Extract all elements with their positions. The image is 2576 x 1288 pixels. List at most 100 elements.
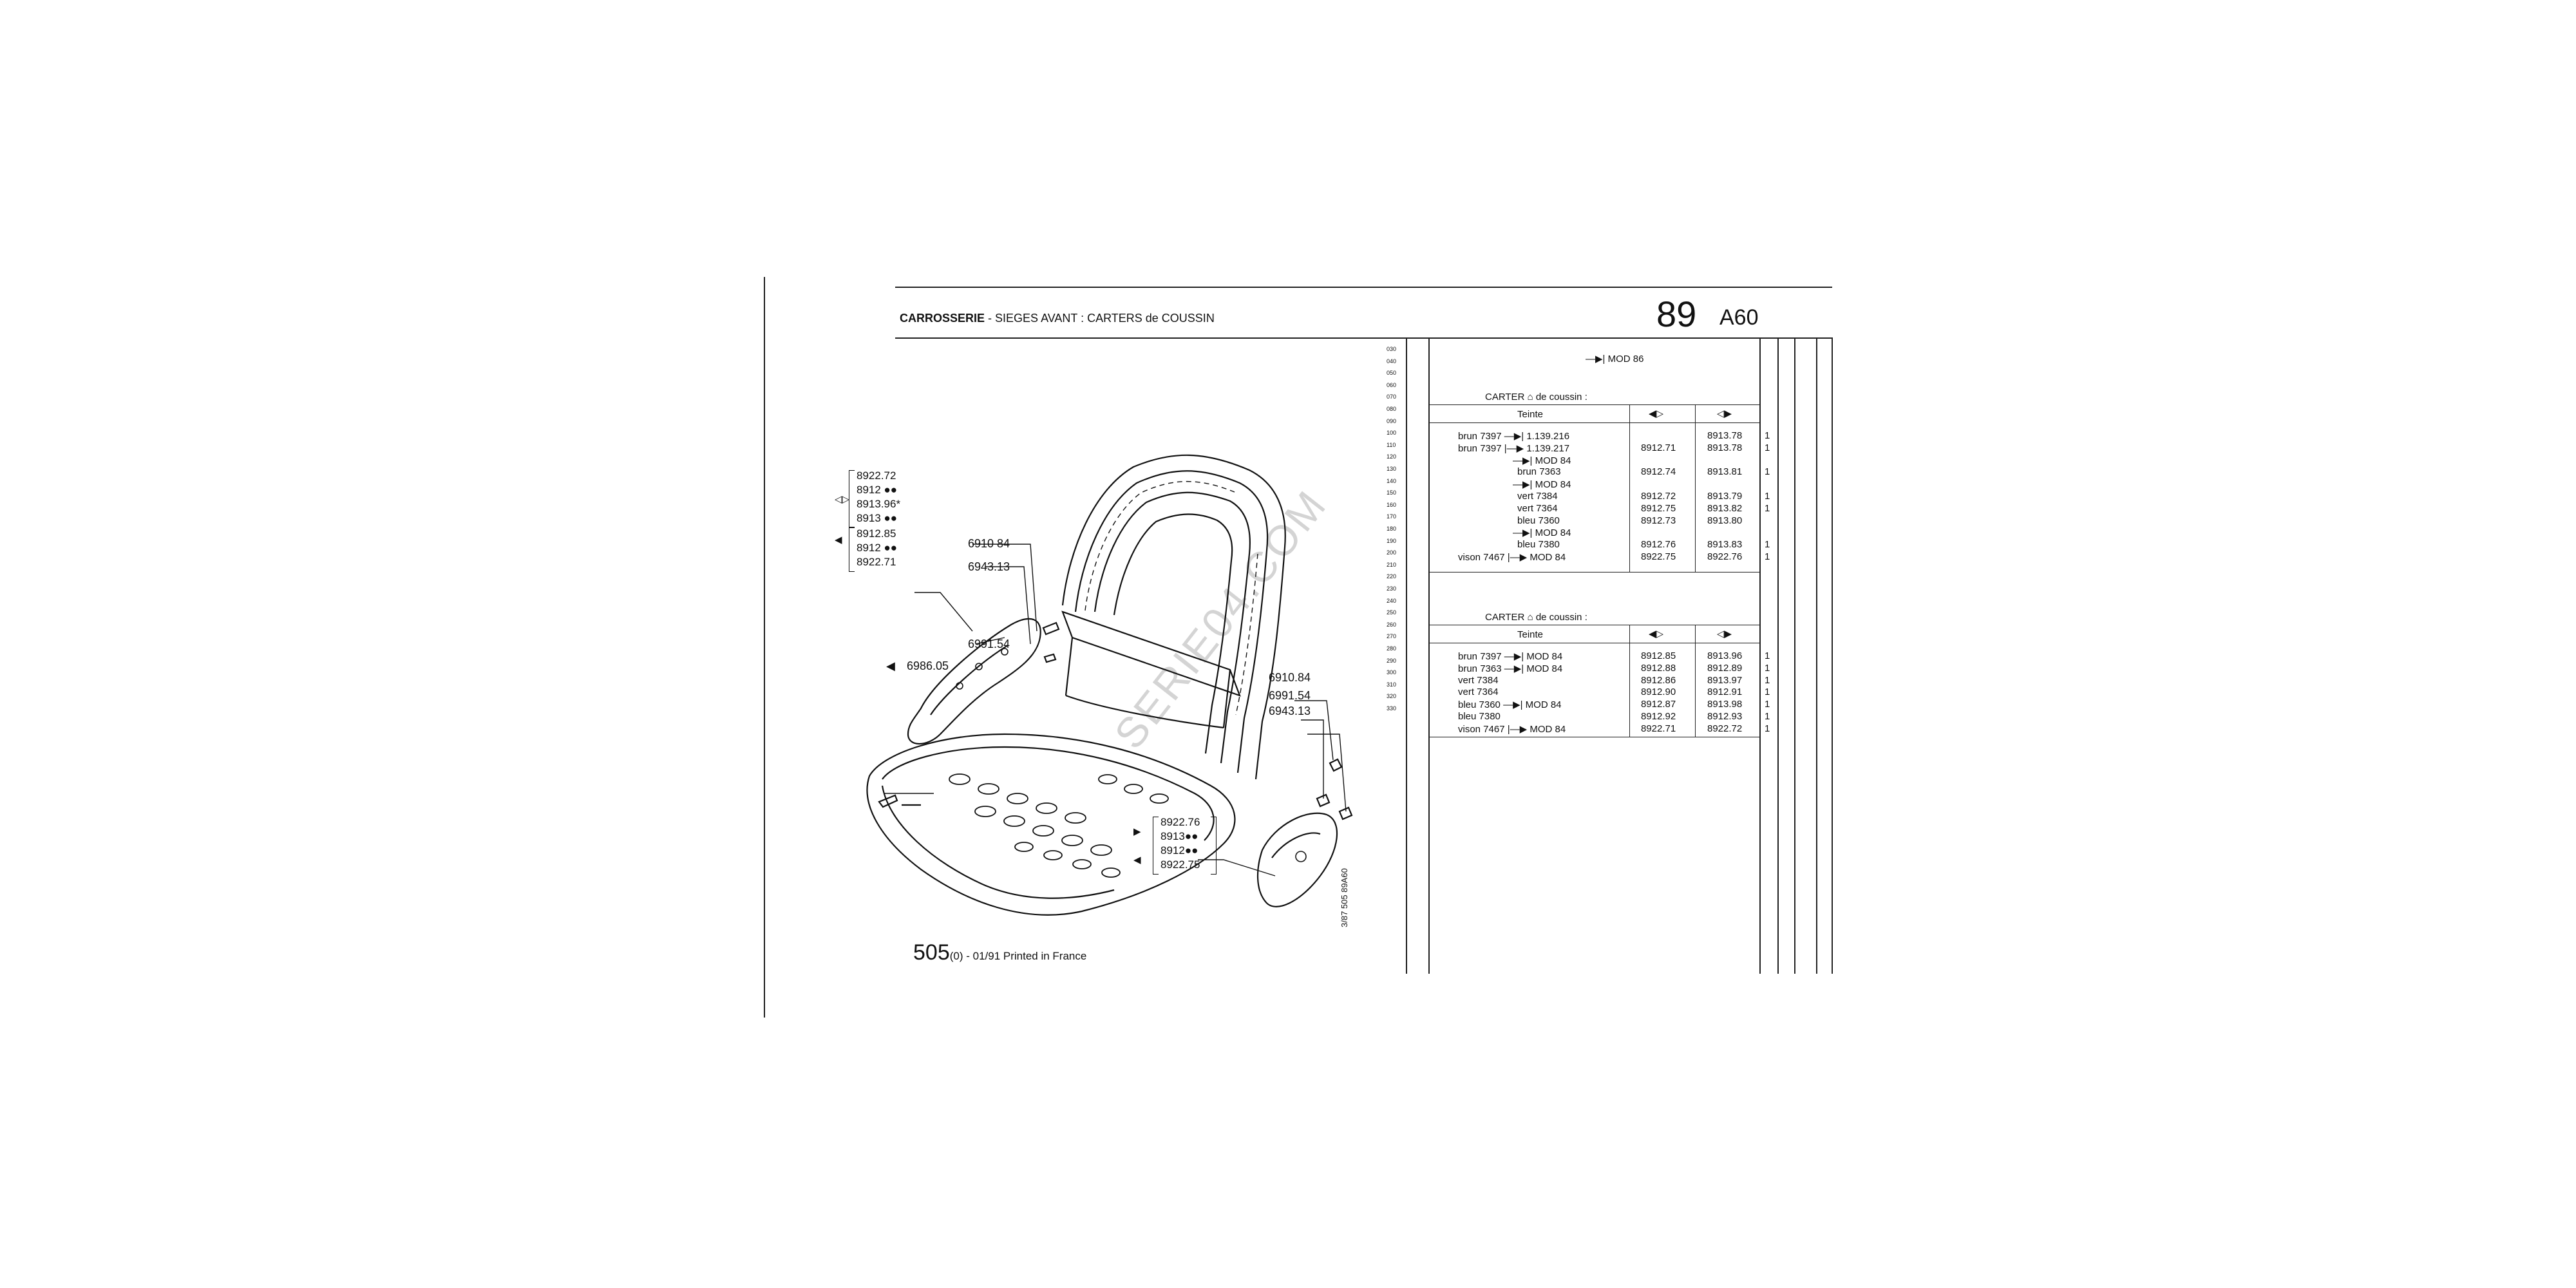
line-number: 050 [1387,370,1397,377]
arrow-both-icon: ◀▷ [1649,629,1664,639]
row-description: brun 7363 [1517,466,1561,478]
section1-col-rule [1695,404,1696,572]
section2-title-b: de coussin : [1535,612,1587,623]
row-quantity: 1 [1765,711,1770,722]
column-rule-1 [1406,337,1407,974]
row-description: bleu 7380 [1458,711,1501,722]
bracket-left-1-item: 8922.72 [857,469,896,482]
row-right-part: 8913.98 [1707,699,1743,710]
leader-l1 [972,544,1037,632]
section1-title-b: de coussin : [1535,392,1587,402]
line-number: 170 [1387,513,1397,520]
row-quantity: 1 [1765,466,1770,478]
section2-title-a: CARTER [1485,612,1525,623]
row-left-part: 8912.92 [1641,711,1676,722]
row-left-part: 8912.76 [1641,539,1676,551]
line-number: 250 [1387,609,1397,616]
row-quantity: 1 [1765,491,1770,502]
row-description: bleu 7360 [1517,515,1560,526]
bracket-left-1-item: 8912 ●● [857,484,898,496]
line-number: 040 [1387,357,1397,365]
row-description: vert 7364 [1458,687,1499,698]
column-rule-5 [1794,337,1795,974]
row-right-part: 8913.81 [1707,466,1743,478]
page-title: CARROSSERIE - SIEGES AVANT : CARTERS de … [900,312,1215,325]
row-description: brun 7363 —▶| MOD 84 [1458,663,1563,674]
line-number: 320 [1387,693,1397,700]
row-left-part: 8922.71 [1641,723,1676,734]
bracket-left-2 [849,527,855,572]
column-rule-3 [1759,337,1761,974]
row-right-part: 8913.78 [1707,430,1743,441]
part-label: 6991.54 [1269,689,1311,702]
row-description: vert 7364 [1517,502,1558,514]
row-right-part: 8913.82 [1707,502,1743,514]
footer: 505(0) - 01/91 Printed in France [913,940,1086,965]
leader-l2 [985,566,1031,645]
row-left-part: 8912.74 [1641,466,1676,478]
line-number: 120 [1387,453,1397,460]
row-description: vison 7467 |—▶ MOD 84 [1458,552,1566,563]
row-description: brun 7397 —▶| 1.139.216 [1458,431,1570,442]
line-number: 180 [1387,526,1397,532]
footer-text: (0) - 01/91 Printed in France [949,950,1087,962]
row-left-part: 8912.90 [1641,687,1676,698]
part-label: 6910 84 [968,537,1010,550]
leader-bracket1 [914,592,973,632]
line-number: 160 [1387,501,1397,508]
row-quantity: 1 [1765,687,1770,698]
page-code: A60 [1719,305,1759,330]
leader-r1 [1294,700,1334,761]
section-name: CARROSSERIE [900,312,985,325]
line-number: 210 [1387,561,1397,568]
row-left-part: 8912.71 [1641,442,1676,453]
bracket-left-2-item: 8922.71 [857,556,896,568]
row-right-part: 8913.97 [1707,674,1743,686]
row-right-part: 8922.72 [1707,723,1743,734]
bracket-left-2-item: 8912.85 [857,527,896,540]
part-label: 6991.54 [968,638,1010,650]
row-left-part: 8912.87 [1641,699,1676,710]
bracket-bottom-item: 8922.75 [1160,858,1200,871]
row-right-part: 8913.96 [1707,650,1743,661]
bracket-left-1 [849,470,855,528]
line-number: 280 [1387,645,1397,652]
row-quantity: 1 [1765,674,1770,686]
row-right-part: 8922.76 [1707,551,1743,562]
row-quantity: 1 [1765,502,1770,514]
section2-teinte: Teinte [1517,629,1544,640]
row-description: —▶| MOD 84 [1513,455,1571,466]
section1-rule-mid [1428,422,1759,423]
section1-title-a: CARTER [1485,392,1525,402]
footer-page: 505 [913,940,950,965]
arrow-both-icon: ◀▷ [1649,408,1664,419]
line-number: 150 [1387,489,1397,497]
row-quantity: 1 [1765,699,1770,710]
mod86-label: MOD 86 [1607,354,1644,365]
row-quantity: 1 [1765,539,1770,551]
arrow-both-icon: ◁▶ [1717,408,1732,419]
bracket-bottom-item: 8912●● [1160,844,1198,857]
row-right-part: 8912.91 [1707,687,1743,698]
row-description: bleu 7360 —▶| MOD 84 [1458,699,1562,711]
line-number: 290 [1387,657,1397,664]
column-rule-4 [1777,337,1779,974]
page-margin-line [764,277,765,1018]
part-label: 6910.84 [1269,671,1311,684]
arrow-right-icon: ▶ [1133,826,1141,837]
section2-col-rule [1695,625,1696,737]
line-number: 230 [1387,585,1397,592]
page-number: 89 [1656,294,1697,334]
clip-part [878,794,921,808]
row-left-part: 8922.75 [1641,551,1676,562]
bracket-bottom-item: 8913●● [1160,830,1198,842]
line-number: 300 [1387,669,1397,676]
line-number: 030 [1387,346,1397,352]
bracket-bottom [1153,817,1159,875]
arrow-both-icon: ◁▶ [1717,629,1732,639]
arrow-left-icon: ◀ [1133,855,1141,866]
line-number: 330 [1387,705,1397,712]
line-number: 100 [1387,430,1397,437]
line-number: 310 [1387,681,1397,688]
column-rule-6 [1816,337,1817,974]
